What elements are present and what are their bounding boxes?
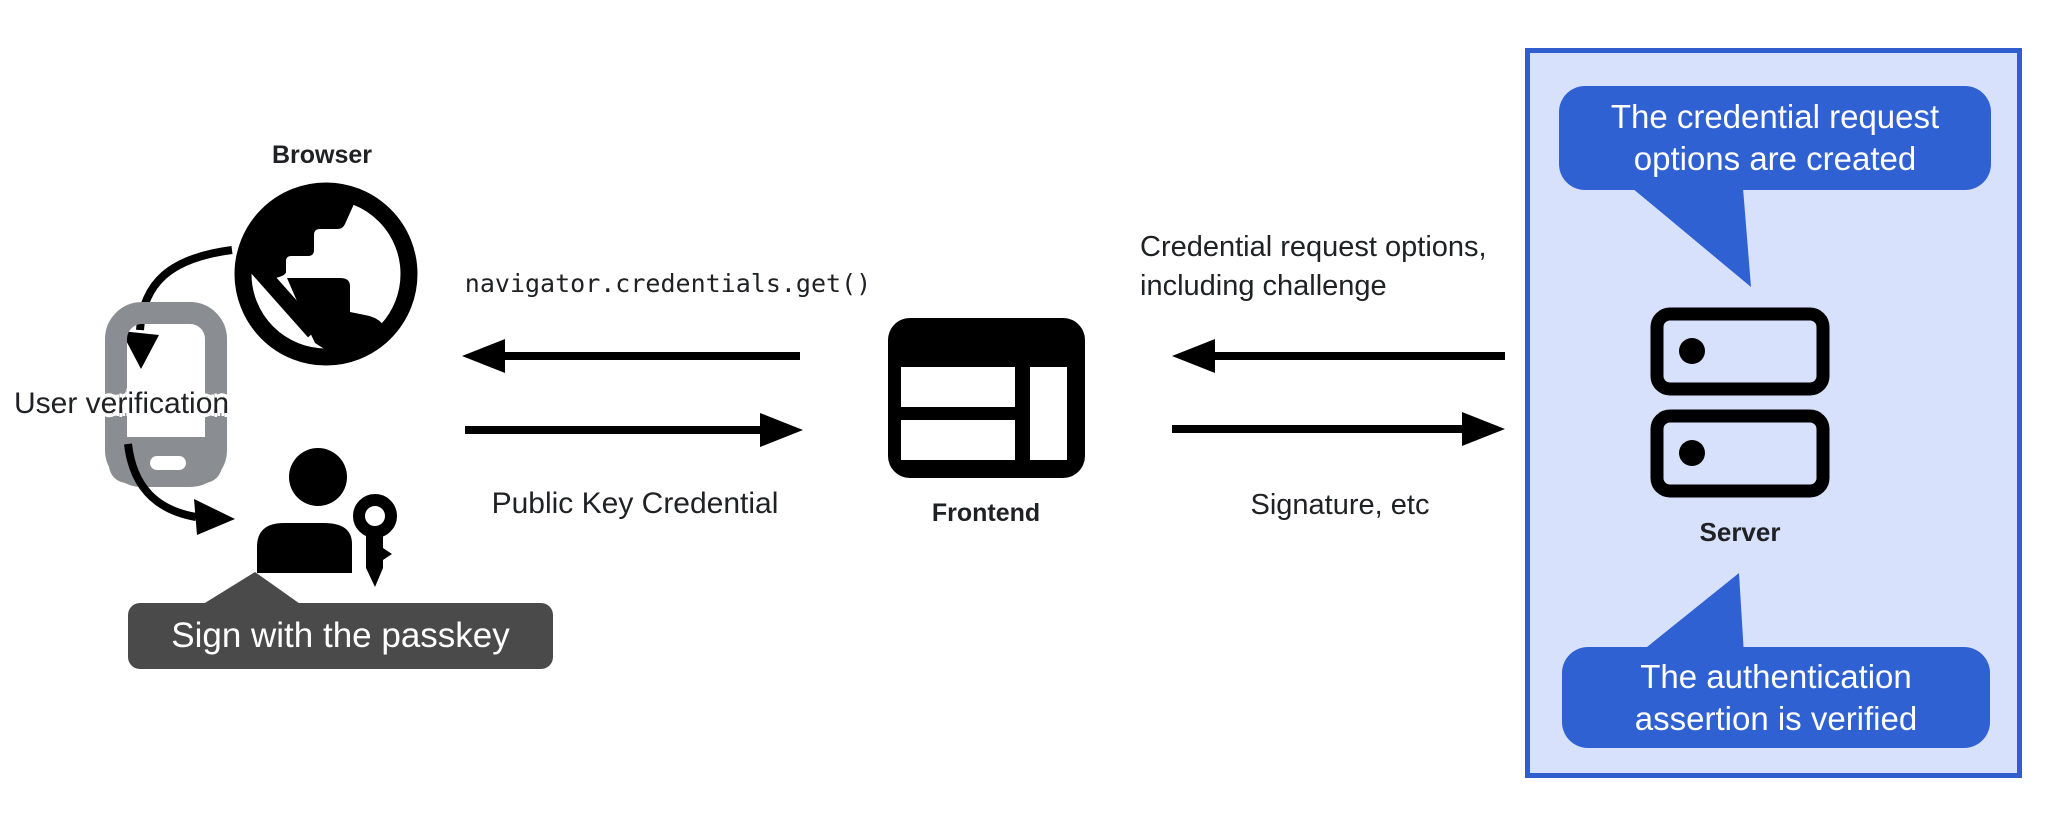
credential-request-created-bubble: The credential request options are creat…	[1559, 86, 1991, 190]
browser-label: Browser	[271, 141, 373, 169]
user-verification-label: User verification	[14, 387, 230, 420]
bubble-top-tail	[1632, 188, 1751, 287]
bubble-top-line1: The credential request	[1610, 98, 1940, 135]
person-with-key-icon	[257, 448, 402, 587]
globe-icon	[234, 182, 418, 366]
browser-to-frontend-arrow	[465, 413, 803, 447]
public-key-credential-label: Public Key Credential	[491, 487, 779, 520]
frontend-label: Frontend	[931, 499, 1041, 527]
credential-request-options-label: Credential request options, including ch…	[1140, 228, 1487, 306]
credential-request-options-line2: including challenge	[1140, 270, 1387, 302]
frontend-to-server-arrow	[1172, 412, 1505, 446]
server-label: Server	[1699, 517, 1781, 547]
bubble-bottom-line2: assertion is verified	[1634, 699, 1918, 737]
server-stack-icon	[1650, 307, 1830, 498]
bubble-bottom-tail	[1637, 573, 1744, 655]
browser-window-icon	[888, 318, 1085, 478]
phone-to-person-arrow	[124, 443, 235, 535]
server-to-frontend-arrow	[1172, 339, 1505, 373]
passkey-tooltip-text: Sign with the passkey	[171, 616, 510, 655]
passkey-tooltip: Sign with the passkey	[128, 603, 553, 669]
assertion-verified-bubble: The authentication assertion is verified	[1562, 647, 1990, 748]
bubble-top-line2: options are created	[1633, 140, 1917, 177]
navigator-credentials-get-label: navigator.credentials.get()	[464, 269, 872, 298]
credential-request-options-line1: Credential request options,	[1140, 231, 1487, 263]
bubble-bottom-line1: The authentication	[1640, 657, 1912, 695]
passkey-tooltip-pointer	[200, 572, 303, 606]
frontend-to-browser-arrow	[462, 339, 800, 373]
signature-etc-label: Signature, etc	[1250, 489, 1430, 521]
